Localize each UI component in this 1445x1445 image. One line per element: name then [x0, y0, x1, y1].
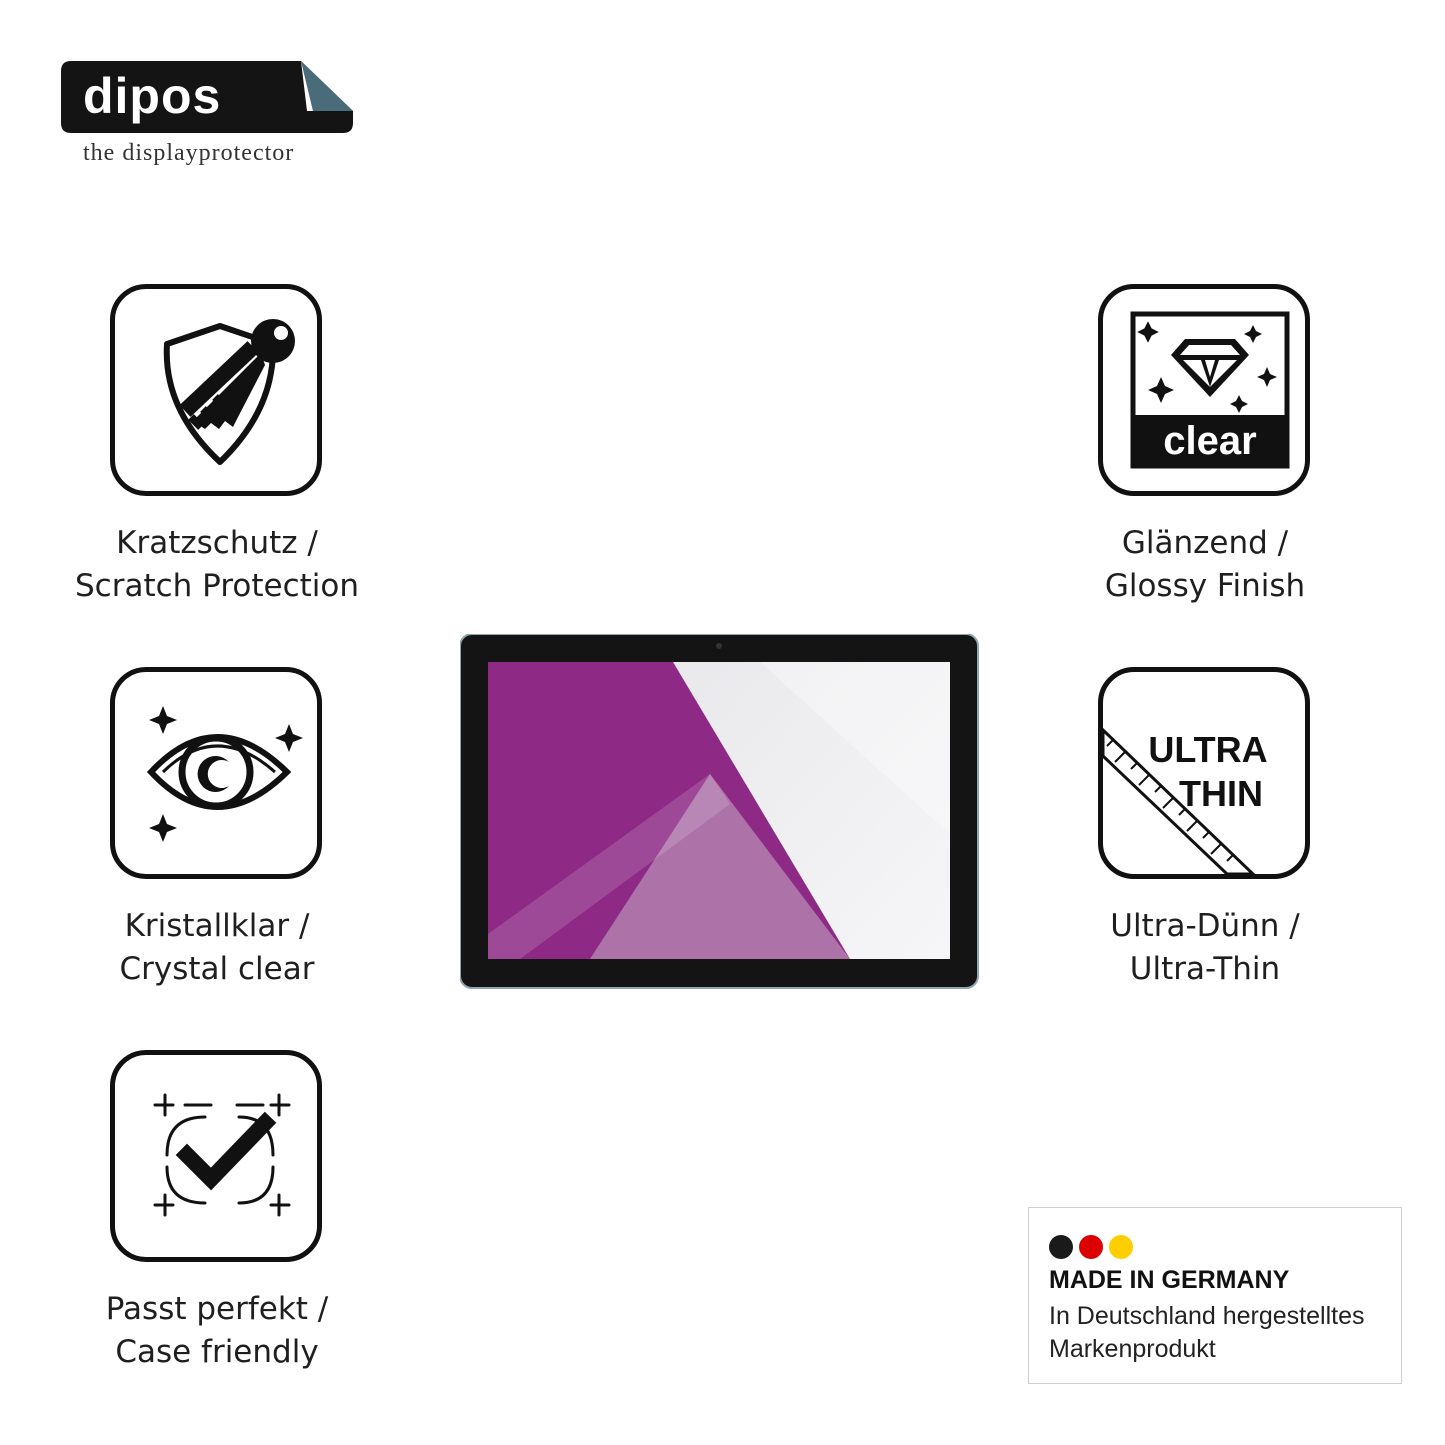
feature-case-line2: Case friendly	[115, 1334, 319, 1370]
crystal-clear-box	[110, 667, 322, 879]
thin-text: THIN	[1179, 773, 1263, 814]
tablet-illustration	[456, 633, 979, 989]
shield-key-icon	[163, 319, 295, 465]
ultra-thin-badge: ULTRA THIN	[1143, 728, 1273, 816]
feature-thin-label: Ultra-Dünn / Ultra-Thin	[1025, 905, 1385, 991]
brand-logo: dipos	[61, 61, 353, 133]
ultra-text: ULTRA	[1148, 729, 1268, 770]
clear-badge-text: clear	[1163, 419, 1257, 463]
brand-name: dipos	[83, 68, 222, 124]
flag-dot-black	[1049, 1235, 1073, 1259]
feature-glossy-line2: Glossy Finish	[1104, 568, 1306, 604]
ultra-thin-box: ULTRA THIN	[1098, 667, 1310, 879]
germany-line1: In Deutschland hergestelltes	[1049, 1302, 1365, 1330]
feature-crystal-line1: Kristallklar /	[124, 908, 310, 944]
germany-subtitle: In Deutschland hergestelltes Markenprodu…	[1049, 1300, 1364, 1366]
eye-sparkle-icon	[146, 706, 303, 842]
feature-scratch-label: Kratzschutz / Scratch Protection	[37, 522, 397, 608]
feature-scratch-line2: Scratch Protection	[75, 568, 359, 604]
germany-line2: Markenprodukt	[1049, 1335, 1216, 1363]
feature-glossy-label: Glänzend / Glossy Finish	[1025, 522, 1385, 608]
flag-dot-gold	[1109, 1235, 1133, 1259]
feature-case-line1: Passt perfekt /	[105, 1291, 329, 1327]
feature-crystal-line2: Crystal clear	[119, 951, 315, 987]
glossy-finish-box: clear	[1098, 284, 1310, 496]
feature-case-label: Passt perfekt / Case friendly	[37, 1288, 397, 1374]
feature-thin-line2: Ultra-Thin	[1129, 951, 1281, 987]
tablet-device-image	[456, 633, 980, 990]
flag-dot-red	[1079, 1235, 1103, 1259]
logo-badge-icon	[61, 61, 353, 133]
feature-thin-line1: Ultra-Dünn /	[1110, 908, 1300, 944]
feature-scratch-line1: Kratzschutz /	[116, 525, 318, 561]
ruler-icon	[1103, 727, 1256, 874]
scratch-protection-box	[110, 284, 322, 496]
germany-title: MADE IN GERMANY	[1049, 1266, 1290, 1294]
case-friendly-box	[110, 1050, 322, 1262]
brand-tagline: the displayprotector	[83, 140, 295, 166]
check-frame-icon	[153, 1093, 291, 1217]
feature-glossy-line1: Glänzend /	[1121, 525, 1289, 561]
made-in-germany-badge: MADE IN GERMANY In Deutschland hergestel…	[1028, 1207, 1402, 1384]
feature-crystal-label: Kristallklar / Crystal clear	[37, 905, 397, 991]
diamond-clear-icon	[1130, 311, 1290, 469]
